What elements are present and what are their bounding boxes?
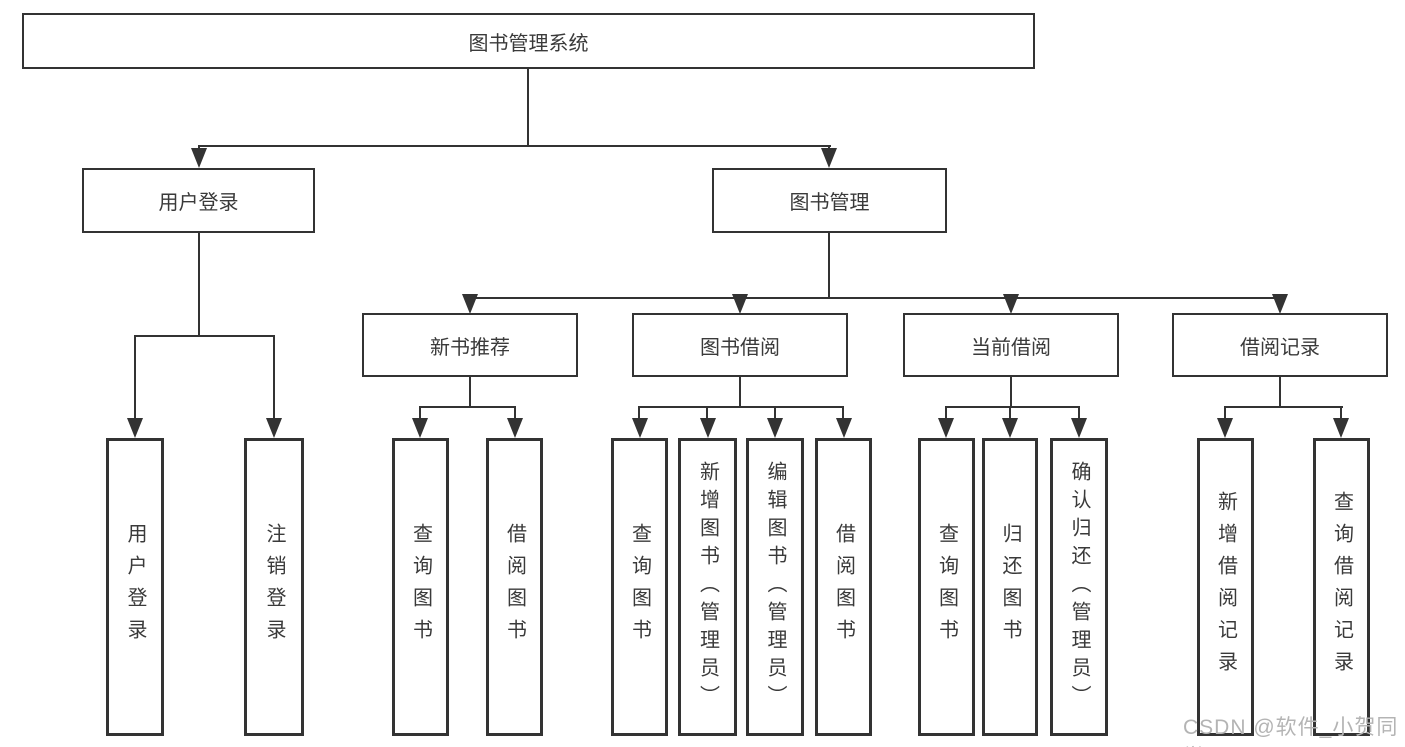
connector-line bbox=[638, 406, 844, 408]
watermark-csdn: CSDN @软件_小贺同学 bbox=[1183, 716, 1399, 747]
arrow-down bbox=[266, 418, 282, 438]
leaf-query-books-recommend: 查询图书 bbox=[392, 438, 449, 736]
node-label: 借阅图书 bbox=[503, 523, 526, 651]
node-label: 查询借阅记录 bbox=[1330, 491, 1353, 683]
node-label: 注销登录 bbox=[263, 523, 285, 651]
connector-line bbox=[419, 406, 421, 420]
leaf-logout: 注销登录 bbox=[244, 438, 304, 736]
leaf-borrow-books-borrowing: 借阅图书 bbox=[815, 438, 872, 736]
connector-line bbox=[1340, 406, 1342, 420]
node-book-management: 图书管理 bbox=[712, 168, 947, 233]
node-label: 查询图书 bbox=[409, 523, 432, 651]
node-label: 新书推荐 bbox=[430, 336, 510, 359]
arrow-down bbox=[938, 418, 954, 438]
arrow-down bbox=[1272, 294, 1288, 314]
connector-line bbox=[1224, 406, 1226, 420]
node-borrowing-records: 借阅记录 bbox=[1172, 313, 1388, 377]
connector-line bbox=[706, 406, 708, 420]
node-label: 借阅图书 bbox=[832, 523, 855, 651]
node-label: 图书管理 bbox=[789, 192, 870, 214]
connector-line bbox=[1009, 406, 1011, 420]
node-label: 用户登录 bbox=[158, 192, 239, 214]
leaf-borrow-books-recommend: 借阅图书 bbox=[486, 438, 543, 736]
connector-line bbox=[134, 335, 275, 337]
connector-line bbox=[469, 377, 471, 407]
node-label: 图书借阅 bbox=[700, 336, 780, 359]
connector-line bbox=[739, 377, 741, 407]
arrow-down bbox=[836, 418, 852, 438]
node-label: 图书管理系统 bbox=[468, 32, 589, 55]
connector-line bbox=[198, 145, 831, 147]
connector-line bbox=[842, 406, 844, 420]
node-new-book-recommend: 新书推荐 bbox=[362, 313, 578, 377]
node-user-login: 用户登录 bbox=[82, 168, 315, 233]
connector-line bbox=[774, 406, 776, 420]
connector-line bbox=[469, 297, 1281, 299]
arrow-down bbox=[127, 418, 143, 438]
arrow-down bbox=[1071, 418, 1087, 438]
node-library-management-system: 图书管理系统 bbox=[22, 13, 1035, 69]
node-book-borrowing: 图书借阅 bbox=[632, 313, 848, 377]
connector-line bbox=[1078, 406, 1080, 420]
connector-line bbox=[134, 335, 136, 419]
node-label: 新增借阅记录 bbox=[1214, 491, 1237, 683]
connector-line bbox=[945, 406, 1080, 408]
leaf-query-books-current: 查询图书 bbox=[918, 438, 975, 736]
connector-line bbox=[638, 406, 640, 420]
node-label: 归还图书 bbox=[999, 523, 1021, 651]
node-label: 借阅记录 bbox=[1240, 336, 1320, 359]
node-label: 查询图书 bbox=[628, 523, 651, 651]
arrow-down bbox=[732, 294, 748, 314]
leaf-query-borrow-record: 查询借阅记录 bbox=[1313, 438, 1370, 736]
arrow-down bbox=[412, 418, 428, 438]
node-label: 编辑图书（管理员） bbox=[764, 461, 786, 713]
node-current-borrowing: 当前借阅 bbox=[903, 313, 1119, 377]
connector-line bbox=[1279, 377, 1281, 407]
arrow-down bbox=[1217, 418, 1233, 438]
leaf-add-book-admin: 新增图书（管理员） bbox=[678, 438, 737, 736]
connector-line bbox=[945, 406, 947, 420]
arrow-down bbox=[632, 418, 648, 438]
connector-line bbox=[1010, 377, 1012, 407]
connector-line bbox=[514, 406, 516, 420]
connector-line bbox=[419, 406, 516, 408]
arrow-down bbox=[462, 294, 478, 314]
leaf-query-books-borrowing: 查询图书 bbox=[611, 438, 668, 736]
arrow-down bbox=[767, 418, 783, 438]
arrow-down bbox=[1003, 294, 1019, 314]
node-label: 确认归还（管理员） bbox=[1068, 461, 1090, 713]
leaf-return-book: 归还图书 bbox=[982, 438, 1038, 736]
arrow-down bbox=[1002, 418, 1018, 438]
arrow-down bbox=[1333, 418, 1349, 438]
node-label: 查询图书 bbox=[935, 523, 958, 651]
node-label: 用户登录 bbox=[124, 523, 146, 651]
arrow-down bbox=[821, 148, 837, 168]
connector-line bbox=[198, 233, 200, 336]
node-label: 当前借阅 bbox=[971, 336, 1051, 359]
connector-line bbox=[527, 69, 529, 146]
connector-line bbox=[1224, 406, 1343, 408]
connector-line bbox=[273, 335, 275, 419]
connector-line bbox=[828, 233, 830, 298]
leaf-user-login: 用户登录 bbox=[106, 438, 164, 736]
leaf-edit-book-admin: 编辑图书（管理员） bbox=[746, 438, 804, 736]
arrow-down bbox=[191, 148, 207, 168]
node-label: 新增图书（管理员） bbox=[696, 461, 719, 713]
arrow-down bbox=[700, 418, 716, 438]
leaf-confirm-return-admin: 确认归还（管理员） bbox=[1050, 438, 1108, 736]
arrow-down bbox=[507, 418, 523, 438]
leaf-add-borrow-record: 新增借阅记录 bbox=[1197, 438, 1254, 736]
